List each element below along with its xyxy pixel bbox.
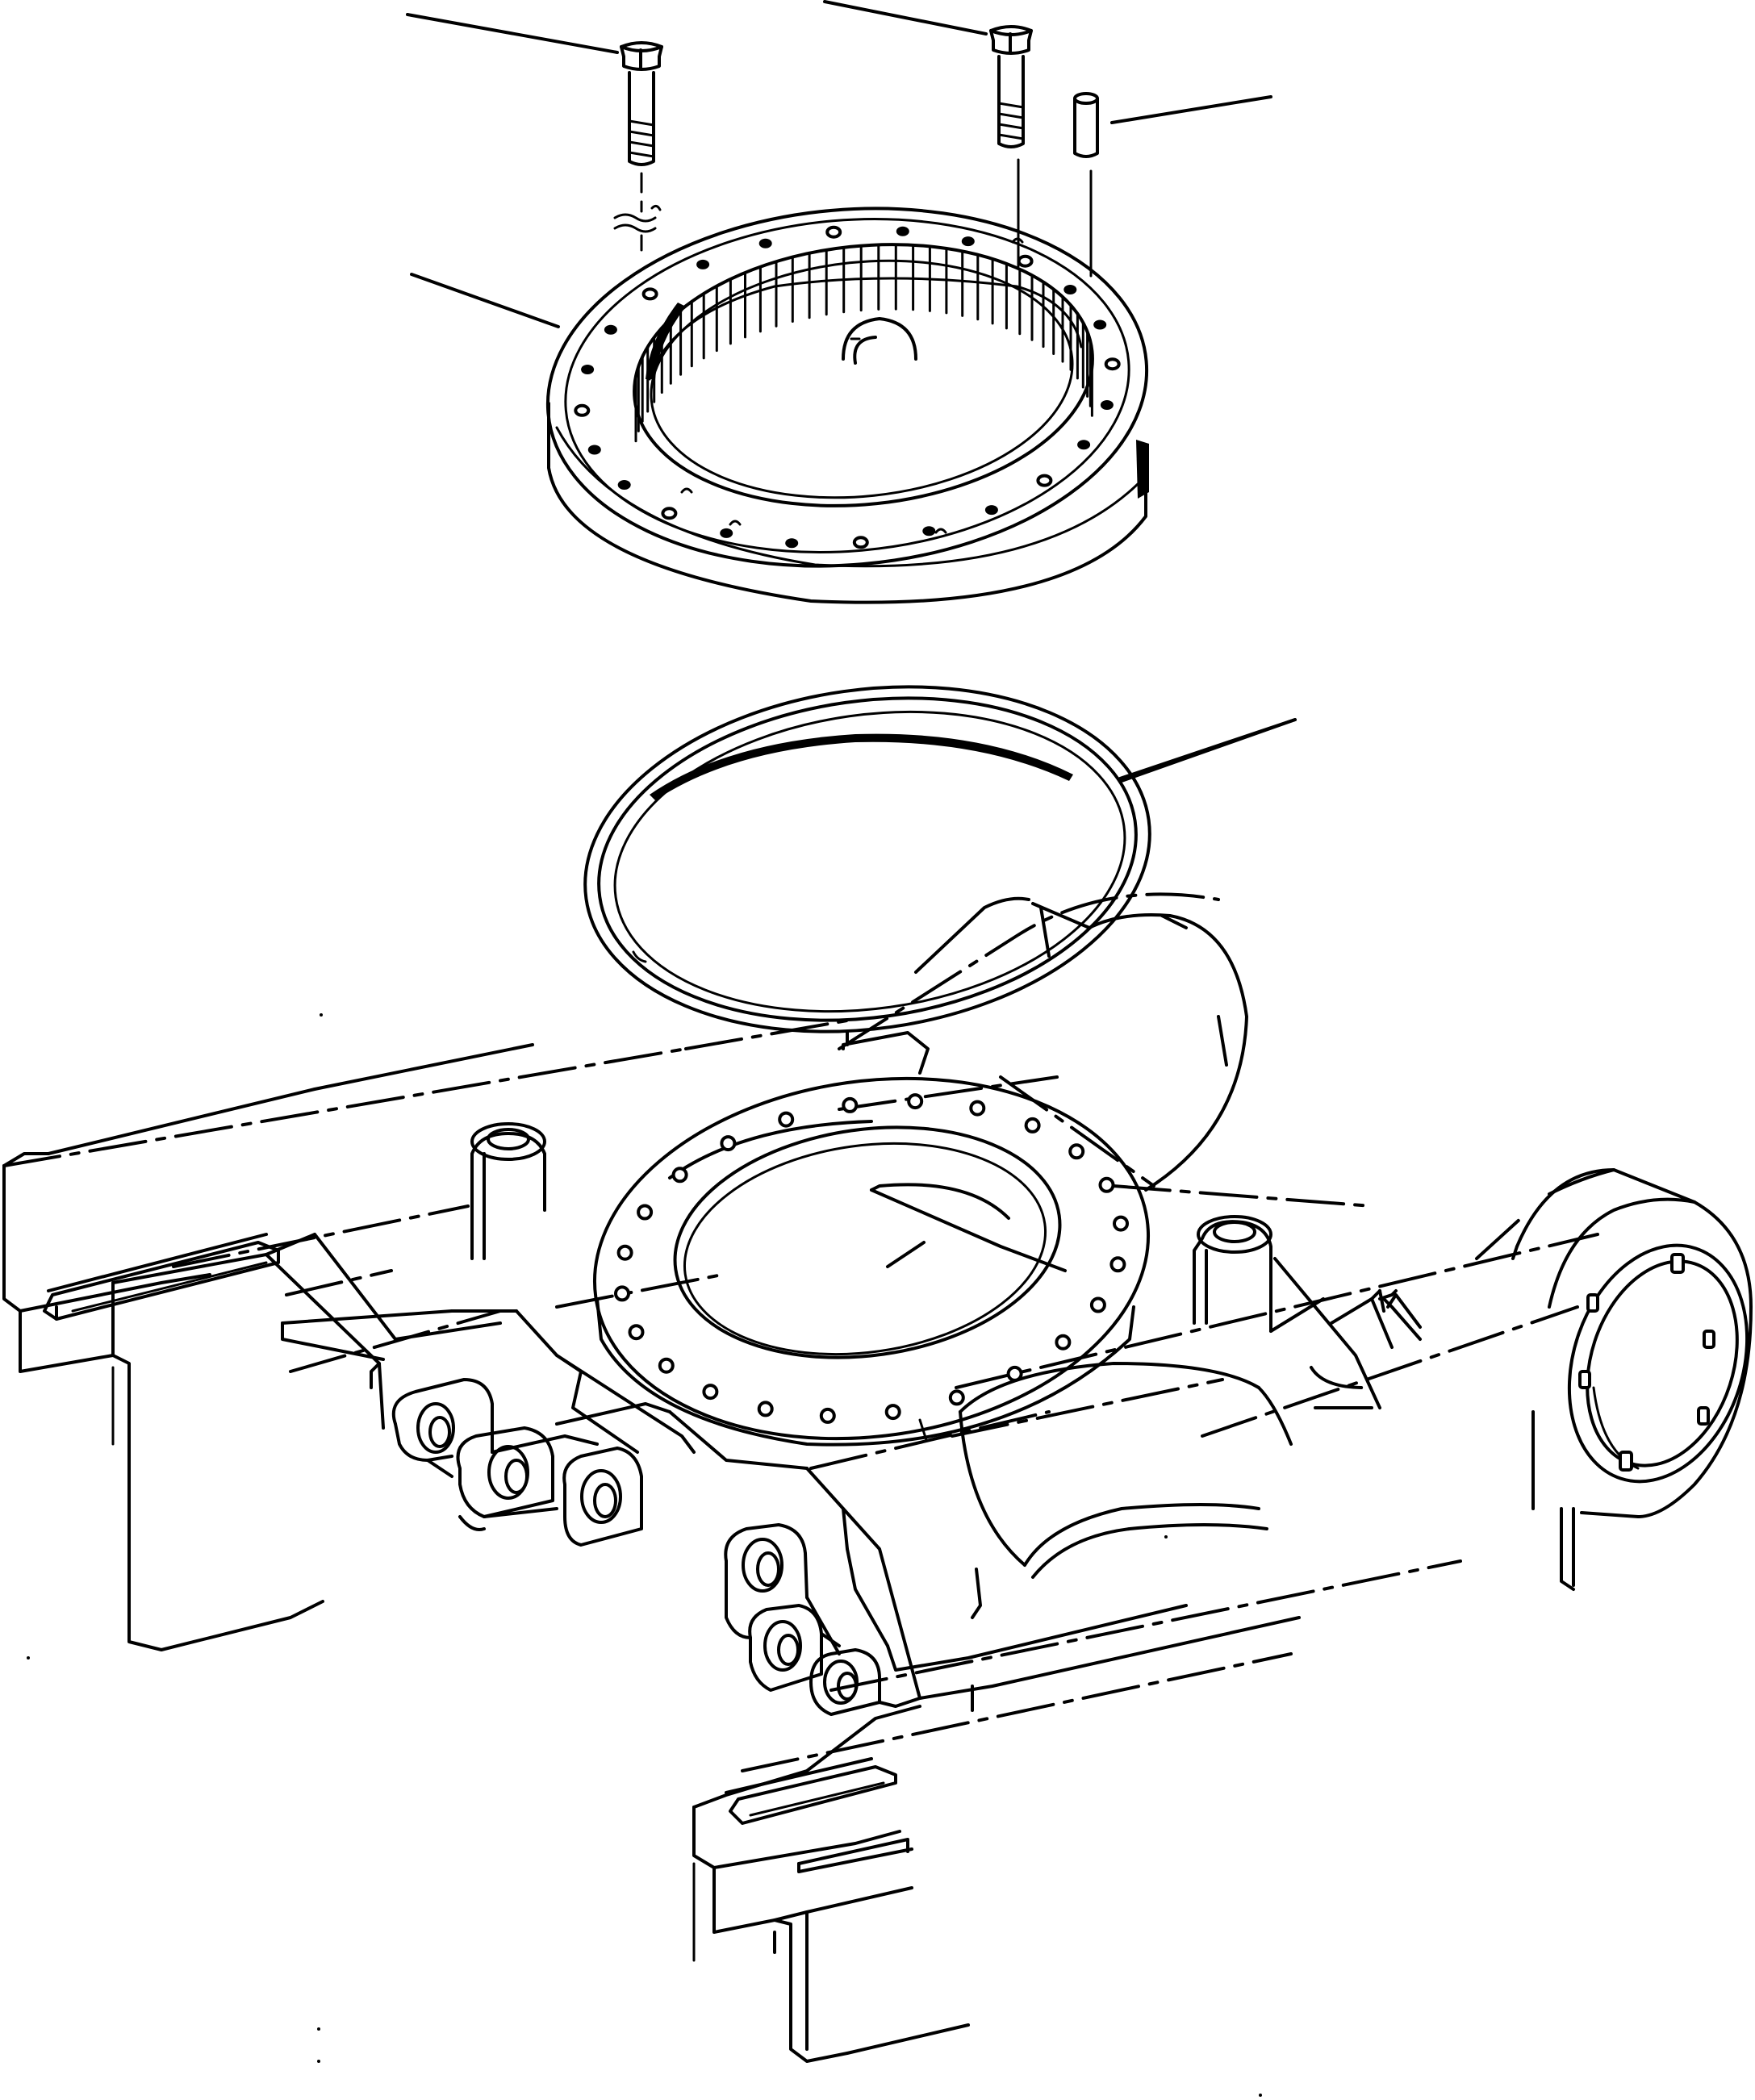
bolt-hole — [1100, 400, 1114, 410]
seal-ring — [583, 685, 1297, 1033]
flange-hole — [628, 1324, 645, 1341]
leader-line-bolt-left — [406, 13, 619, 54]
bolt-hole — [1104, 357, 1121, 371]
flange-hole — [1068, 1143, 1085, 1160]
flange-hole — [614, 1285, 630, 1302]
bolt-hole — [661, 507, 678, 520]
flange-hole — [757, 1401, 774, 1417]
scan-specks — [27, 1013, 1262, 2097]
left-post — [470, 1122, 546, 1260]
leader-line-bolt-right — [823, 0, 988, 35]
bolt-hole — [758, 238, 772, 248]
track-frame — [2, 892, 1753, 2063]
flange-hole — [1089, 1296, 1106, 1313]
flange-hole — [819, 1407, 836, 1424]
flange-hole — [720, 1135, 737, 1152]
gear-tooth-root-line — [648, 277, 1083, 381]
right-post — [1193, 1215, 1272, 1333]
bolt-hole — [581, 365, 595, 374]
clevis-lugs — [391, 1378, 921, 1716]
leader-lines — [406, 0, 1297, 780]
flange-hole — [658, 1357, 675, 1374]
dowel-pin — [1073, 92, 1099, 278]
flange-hole — [1055, 1334, 1072, 1351]
bolt-hole — [604, 324, 617, 335]
bolt-hole — [984, 505, 998, 516]
bore-housing — [1511, 1168, 1753, 1591]
flange-hole — [778, 1111, 795, 1128]
bolt-hole — [1077, 440, 1091, 450]
flange-hole — [842, 1096, 859, 1113]
flange-hole — [1098, 1176, 1115, 1193]
flange-hole — [907, 1093, 924, 1110]
flange-hole — [1113, 1215, 1129, 1232]
bolt-hole — [696, 259, 710, 269]
bolt-hole — [617, 480, 631, 490]
leader-line-swing-circle — [410, 273, 560, 328]
flange-hole — [1024, 1117, 1041, 1133]
flange-hole — [884, 1404, 901, 1421]
bolt-hole — [961, 236, 975, 247]
bolt-left — [613, 41, 663, 252]
flange-hole — [702, 1384, 719, 1401]
flange-hole — [616, 1244, 633, 1261]
bolt-hole — [922, 526, 936, 536]
bolt-hole — [896, 226, 909, 236]
bolt-hole-ring — [574, 225, 1121, 549]
bolt-hole — [574, 403, 591, 417]
flange-bolt-holes — [614, 1093, 1129, 1424]
bolt-hole — [1093, 319, 1107, 330]
bolt-hole — [785, 538, 799, 549]
flange-hole — [671, 1167, 688, 1184]
swing-circle — [545, 207, 1149, 604]
flange-hole — [1109, 1256, 1126, 1273]
bolt-hole — [587, 445, 601, 455]
mounting-flange — [592, 1076, 1151, 1447]
bolt-hole — [1017, 254, 1034, 268]
bolt-right — [989, 25, 1033, 268]
bolt-hole — [852, 536, 869, 549]
flange-hole — [637, 1204, 654, 1221]
leader-line-dowel-pin — [1110, 95, 1272, 124]
internal-gear-teeth — [634, 243, 1093, 443]
bolt-hole — [825, 225, 842, 239]
flange-hole — [948, 1389, 965, 1406]
bolt-hole — [720, 528, 733, 538]
flange-hole — [969, 1100, 986, 1117]
bolt-hole — [1036, 474, 1053, 487]
bolt-hole — [1063, 285, 1077, 294]
bolt-hole — [641, 287, 658, 301]
